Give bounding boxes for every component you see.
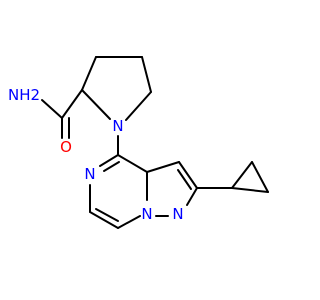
- bond: [251, 161, 269, 193]
- atom-label-o: O: [60, 138, 72, 156]
- bond: [89, 211, 119, 229]
- bond: [141, 56, 152, 93]
- bond: [61, 89, 83, 119]
- bond: [99, 154, 119, 167]
- bond: [231, 187, 269, 193]
- bond: [81, 89, 111, 120]
- bond: [117, 215, 141, 229]
- bond: [117, 154, 148, 173]
- bond: [186, 187, 198, 206]
- atom-label-n-pyrazine: N: [84, 165, 95, 183]
- atom-label-nh2: NH2: [8, 86, 40, 104]
- bond: [231, 161, 253, 189]
- bond: [95, 208, 119, 222]
- bond: [41, 99, 63, 119]
- atom-label-n-bridge: N: [141, 205, 152, 223]
- bond: [178, 161, 198, 189]
- bond: [103, 161, 120, 172]
- bond: [177, 169, 192, 190]
- atom-label-n-pyrazole: N: [172, 205, 183, 223]
- molecule-structure: NH2 O N N N N: [8, 56, 269, 229]
- bond: [125, 91, 152, 121]
- atom-label-n-pyrrolidine: N: [112, 117, 123, 135]
- bond: [146, 161, 180, 173]
- bond: [81, 56, 97, 91]
